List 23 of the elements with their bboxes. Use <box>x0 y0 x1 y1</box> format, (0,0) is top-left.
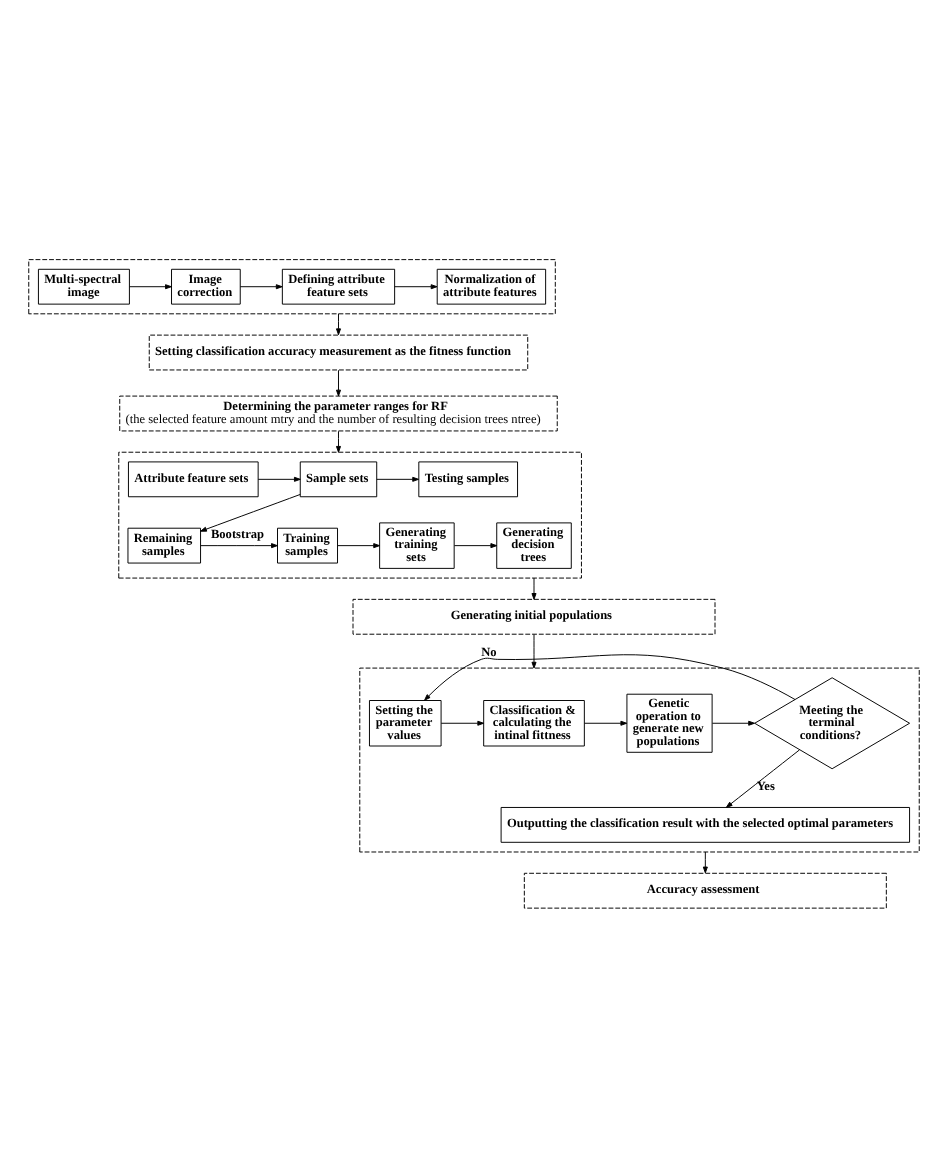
arrow <box>394 283 438 289</box>
cluster <box>118 450 582 578</box>
arrow <box>711 719 755 725</box>
arrow <box>335 429 341 452</box>
arrow <box>584 719 628 725</box>
arrow <box>335 312 341 335</box>
arrow <box>702 850 708 873</box>
arrow <box>725 748 800 807</box>
arrow <box>200 542 278 548</box>
arrow <box>200 492 301 531</box>
arrow <box>129 283 172 289</box>
cluster <box>359 666 920 852</box>
arrow <box>376 475 420 481</box>
arrow <box>531 576 537 599</box>
arrow <box>440 719 485 725</box>
arrow <box>239 283 283 289</box>
arrow <box>531 633 537 668</box>
arrow <box>337 542 380 548</box>
arrow <box>424 653 796 700</box>
arrow <box>453 542 498 548</box>
cluster <box>28 258 556 314</box>
arrow <box>257 475 301 481</box>
arrow <box>335 368 341 396</box>
